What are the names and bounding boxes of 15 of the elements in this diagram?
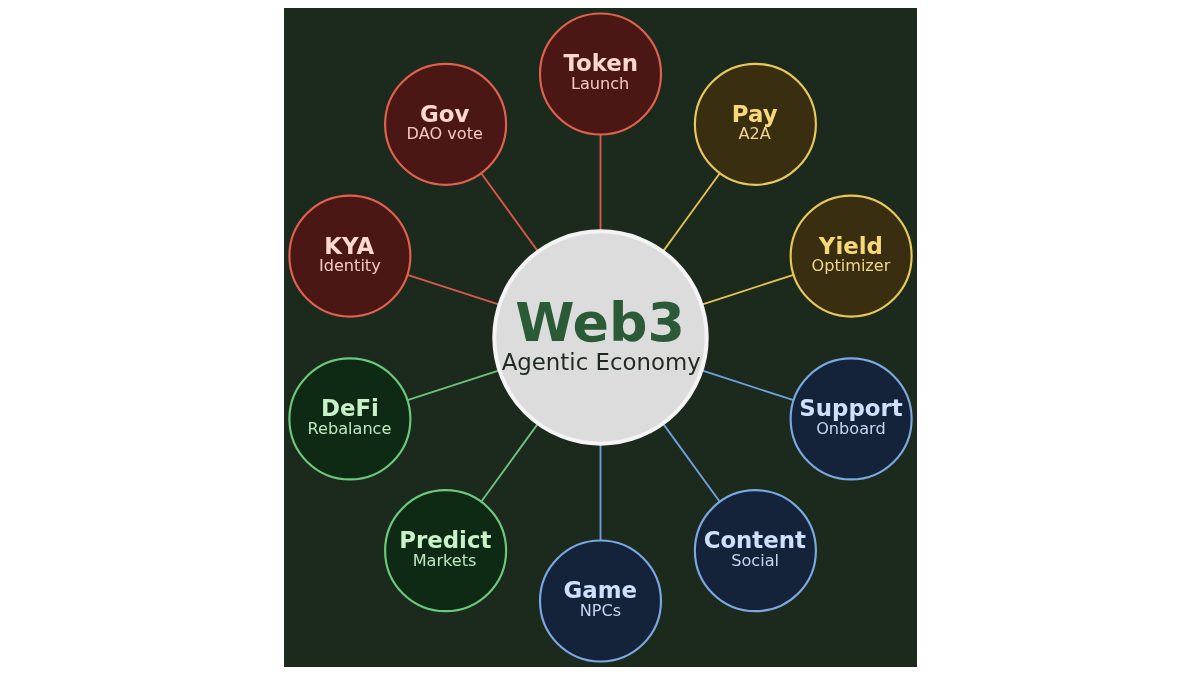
node-circle: KYA Identity [287, 194, 411, 318]
node-circle: Gov DAO vote [383, 62, 507, 186]
node-circle: Pay A2A [693, 62, 817, 186]
node-circle: Web3 Agentic Economy [491, 229, 709, 446]
connector [479, 172, 539, 253]
connector [479, 422, 539, 503]
node-circle: DeFi Rebalance [287, 357, 411, 481]
node-circle: Token Launch [538, 12, 662, 136]
node-circle: Yield Optimizer [789, 194, 913, 318]
node-circle: Predict Markets [383, 489, 507, 613]
connector [661, 422, 721, 503]
connector [661, 172, 721, 253]
node-circle: Support Onboard [789, 357, 913, 481]
node-circle: Content Social [693, 489, 817, 613]
node-circle: Game NPCs [538, 539, 662, 663]
